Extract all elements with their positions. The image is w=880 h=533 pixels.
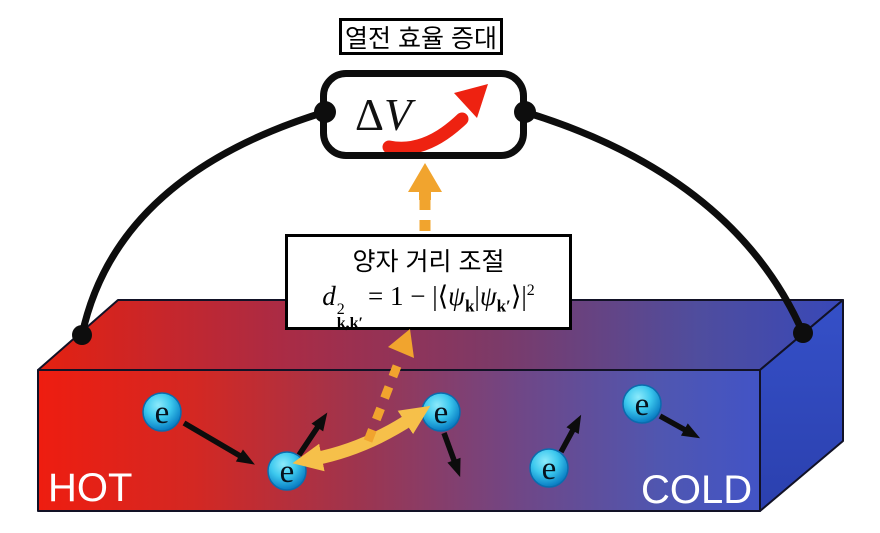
electrons: e e e e e	[142, 384, 701, 491]
frm-outer-sup: 2	[526, 282, 535, 299]
voltmeter-box: ΔV	[320, 70, 527, 159]
frm-bar: |	[474, 281, 480, 311]
electron-symbol: e	[635, 387, 650, 423]
electron-symbol: e	[155, 395, 170, 431]
electron: e	[529, 414, 582, 488]
quantum-distance-title: 양자 거리 조절	[352, 248, 505, 276]
electron: e	[622, 384, 701, 439]
right-wire	[523, 108, 807, 335]
frm-psi-b: ψ	[479, 281, 497, 311]
efficiency-label-text: 열전 효율 증대	[345, 24, 497, 53]
delta-symbol: Δ	[355, 90, 384, 140]
electron-symbol: e	[280, 454, 295, 490]
efficiency-label-box: 열전 효율 증대	[339, 18, 503, 55]
electron-symbol: e	[542, 451, 557, 487]
frm-psi-b-sub: k′	[496, 296, 511, 316]
frm-equals: = 1 − |⟨	[368, 281, 449, 311]
right-slab-terminal-dot	[793, 323, 813, 343]
voltage-increase-arrow	[382, 84, 488, 152]
left-wire	[78, 108, 327, 336]
electron: e	[142, 392, 255, 465]
frm-psi-a: ψ	[448, 281, 465, 311]
v-variable: V	[383, 90, 412, 140]
delta-v-label: ΔV	[355, 93, 411, 138]
frm-close: ⟩|	[510, 281, 527, 311]
electron-symbol: e	[434, 395, 449, 431]
hot-label: HOT	[48, 466, 132, 510]
circuit-wires	[78, 108, 807, 336]
frm-psi-a-sub: k	[464, 296, 475, 316]
frm-d: d	[322, 281, 336, 311]
left-slab-terminal-dot	[72, 325, 92, 345]
cold-label: COLD	[641, 468, 752, 512]
